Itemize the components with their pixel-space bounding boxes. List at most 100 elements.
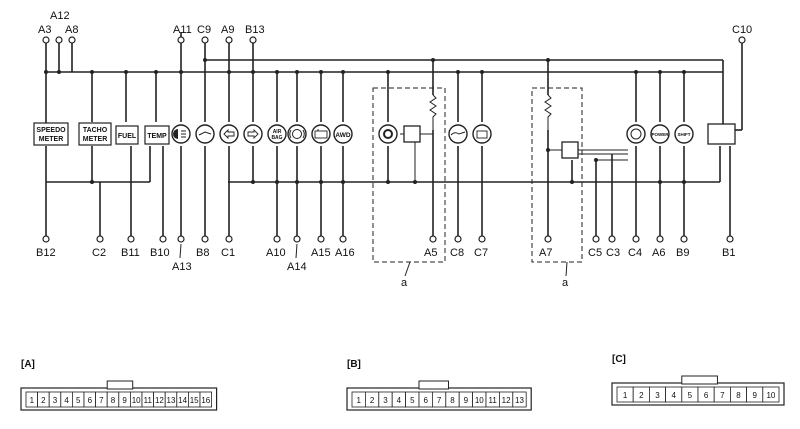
power-label: POWER [651,132,669,137]
connector-latch [106,380,134,390]
junction-dots [44,58,686,184]
door-indicator-icon [626,124,646,144]
terminal-label-a3: A3 [38,24,51,36]
connector-pin-number: 4 [397,396,402,405]
connector-title: [A] [21,359,35,370]
connector-pin-number: 7 [720,391,725,400]
top-terminals: A3 A12 A8 A11 C9 A9 B13 C10 [38,10,752,44]
shift-indicator-icon: SHIFT [674,124,694,144]
connector-pin-number: 1 [623,391,628,400]
connector-pin-number: 14 [178,396,187,405]
connector-pin-number: 9 [464,396,469,405]
connector-pin-cell [512,391,527,408]
connector-pin-cell [762,386,780,403]
terminal-label-c3: C3 [606,247,620,259]
connector-latch [418,380,449,390]
brake-indicator-icon [287,124,307,144]
terminal-label-a13: A13 [172,261,192,273]
terminal-label-a11: A11 [173,24,192,36]
connector-pin-number: 4 [671,391,676,400]
connector-pin-number: 5 [688,391,693,400]
connector-latch [681,375,718,385]
terminal-label-a8: A8 [65,24,78,36]
terminal-label-c4: C4 [628,247,642,259]
speedometer-box: SPEEDO METER [33,122,69,146]
connector-pin-number: 10 [132,396,141,405]
connector-pin-number: 2 [639,391,644,400]
connector-pin-number: 8 [450,396,455,405]
terminal-label-a5: A5 [424,247,437,259]
terminal-label-b9: B9 [676,247,689,259]
terminal-label-c10: C10 [732,24,752,36]
connector-pin-number: 7 [99,396,104,405]
terminal-label-c1: C1 [221,247,235,259]
oil-pressure-indicator-icon [448,124,468,144]
connector-pin-number: 12 [155,396,164,405]
connector-pin-number: 13 [515,396,524,405]
connector-pin-number: 9 [122,396,127,405]
connector-pin-number: 12 [502,396,511,405]
terminal-label-b11: B11 [121,247,140,259]
terminal-label-b1: B1 [722,247,735,259]
air-bag-label-1: AIR [273,129,282,135]
ref-label-left: a [401,277,408,289]
terminal-label-a12: A12 [50,10,70,22]
connector-pin-number: 10 [475,396,484,405]
connector-pin-number: 16 [201,396,210,405]
terminal-label-a7: A7 [539,247,552,259]
connector-pin-number: 13 [167,396,176,405]
connector-pin-number: 3 [655,391,660,400]
wires [45,32,743,236]
terminal-label-a14: A14 [287,261,307,273]
terminal-label-a10: A10 [266,247,286,259]
terminal-label-a16: A16 [335,247,355,259]
terminal-label-b10: B10 [150,247,170,259]
air-bag-indicator-icon: AIR BAG [267,124,287,144]
connector-pin-number: 6 [423,396,428,405]
connector-pin-number: 9 [752,391,757,400]
tachometer-label-1: TACHO [83,127,108,134]
turn-left-indicator-icon [219,124,239,144]
charge-indicator-icon [472,124,492,144]
connector-pin-number: 3 [53,396,58,405]
connector-pin-number: 5 [410,396,415,405]
tachometer-label-2: METER [83,136,108,143]
connector-pin-number: 6 [88,396,93,405]
connector-pin-number: 1 [356,396,361,405]
terminal-label-c9: C9 [197,24,211,36]
shift-label: SHIFT [678,132,691,137]
terminal-label-c8: C8 [450,247,464,259]
connector-pin-number: 3 [383,396,388,405]
connector-pin-number: 11 [489,396,498,405]
terminal-label-c2: C2 [92,247,106,259]
engine-indicator-icon [311,124,331,144]
connector-pin-number: 6 [704,391,709,400]
connector-pin-number: 8 [736,391,741,400]
temp-box: TEMP [144,125,170,145]
terminal-label-c5: C5 [588,247,602,259]
terminal-label-b8: B8 [196,247,209,259]
air-bag-label-2: BAG [271,135,282,141]
tachometer-box: TACHO METER [78,122,112,146]
terminal-label-a9: A9 [221,24,234,36]
ref-label-right: a [562,277,569,289]
module-box-left [403,125,421,143]
module-box-right [561,141,579,159]
speedometer-label-2: METER [39,136,64,143]
speedometer-label-1: SPEEDO [36,127,66,134]
terminal-label-a15: A15 [311,247,331,259]
connector-pin-number: 2 [370,396,375,405]
connector-pin-number: 10 [766,391,775,400]
terminal-label-a6: A6 [652,247,665,259]
connector-pin-cell [199,391,213,408]
dashed-box-left [372,87,446,263]
connector-pin-number: 15 [190,396,199,405]
awd-label: AWD [335,132,350,139]
connector-pin-number: 4 [64,396,69,405]
connector-pin-number: 11 [144,396,153,405]
